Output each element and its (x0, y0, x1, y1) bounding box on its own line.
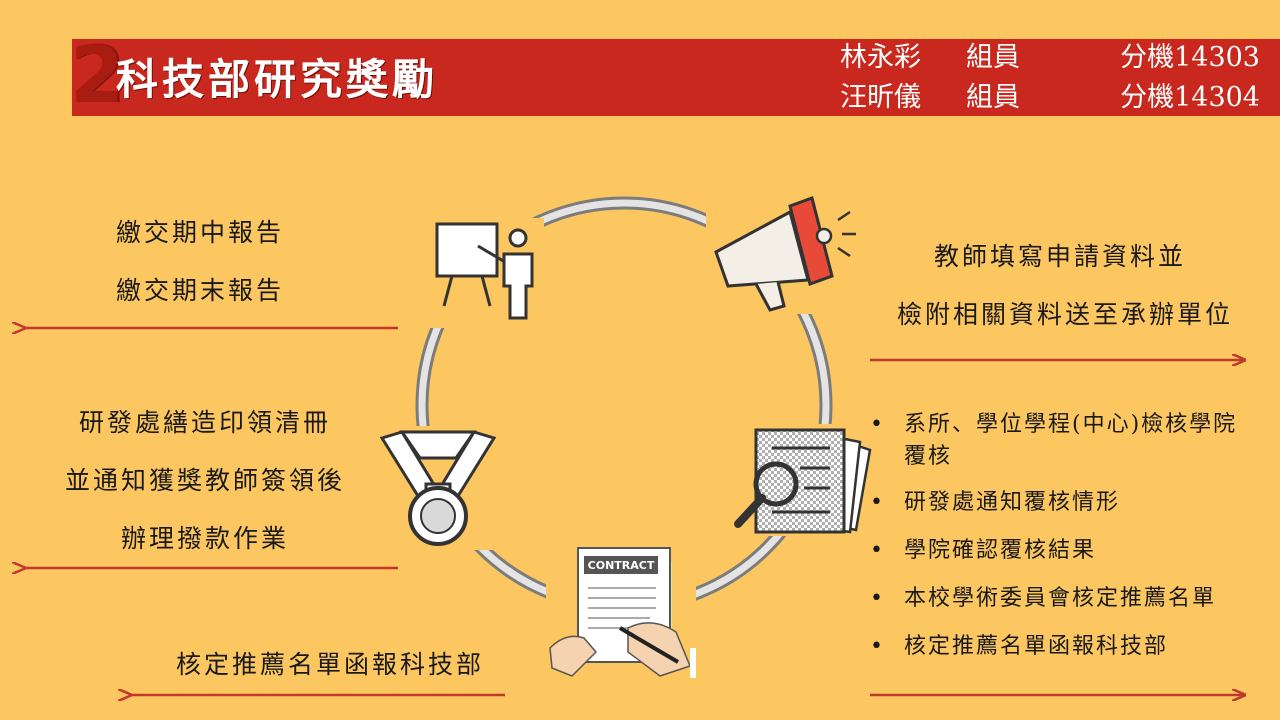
contact-name: 汪昕儀 (840, 82, 921, 113)
list-item: •系所、學位學程(中心)檢核學院 (866, 405, 1280, 445)
medal-icon (376, 426, 500, 550)
step-apply-line1: 教師填寫申請資料並 (933, 242, 1186, 271)
step-submit-ministry: 核定推薦名單函報科技部 (175, 650, 484, 679)
step-apply-line2: 檢附相關資料送至承辦單位 (896, 300, 1233, 329)
review-list: •系所、學位學程(中心)檢核學院 覆核 •研發處通知覆核情形 •學院確認覆核結果… (866, 405, 1280, 671)
contract-signing-icon: CONTRACT (546, 540, 696, 680)
contact-role: 組員 (966, 42, 1020, 73)
contact-row: 汪昕儀 組員 分機14304 (840, 80, 1260, 116)
step-final-report: 繳交期末報告 (115, 276, 284, 305)
step-payment-line3: 辦理撥款作業 (120, 524, 289, 553)
list-item: •本校學術委員會核定推薦名單 (866, 575, 1280, 623)
contact-name: 林永彩 (840, 42, 921, 73)
step-payment-line2: 並通知獲獎教師簽領後 (64, 466, 345, 495)
contract-label: CONTRACT (588, 559, 655, 572)
bullet-icon: • (870, 586, 885, 611)
list-item: •核定推薦名單函報科技部 (866, 623, 1280, 671)
contact-role: 組員 (966, 82, 1020, 113)
bullet-icon: • (870, 412, 885, 437)
header-bar (72, 39, 1280, 116)
megaphone-icon (706, 196, 858, 314)
step-interim-report: 繳交期中報告 (115, 218, 284, 247)
bullet-icon: • (870, 490, 885, 515)
bullet-icon: • (870, 538, 885, 563)
bullet-icon: • (870, 634, 885, 659)
page-title: 科技部研究獎勵 (116, 55, 439, 104)
presentation-board-icon (428, 218, 544, 328)
contact-row: 林永彩 組員 分機14303 (840, 40, 1260, 76)
step-payment-line1: 研發處繕造印領清冊 (78, 408, 331, 437)
list-item: •學院確認覆核結果 (866, 527, 1280, 575)
list-item: •研發處通知覆核情形 (866, 479, 1280, 527)
contact-extension: 分機14304 (1120, 82, 1260, 113)
list-item-continuation: 覆核 (904, 444, 953, 469)
document-magnifier-icon (728, 424, 876, 536)
contact-extension: 分機14303 (1120, 42, 1260, 73)
